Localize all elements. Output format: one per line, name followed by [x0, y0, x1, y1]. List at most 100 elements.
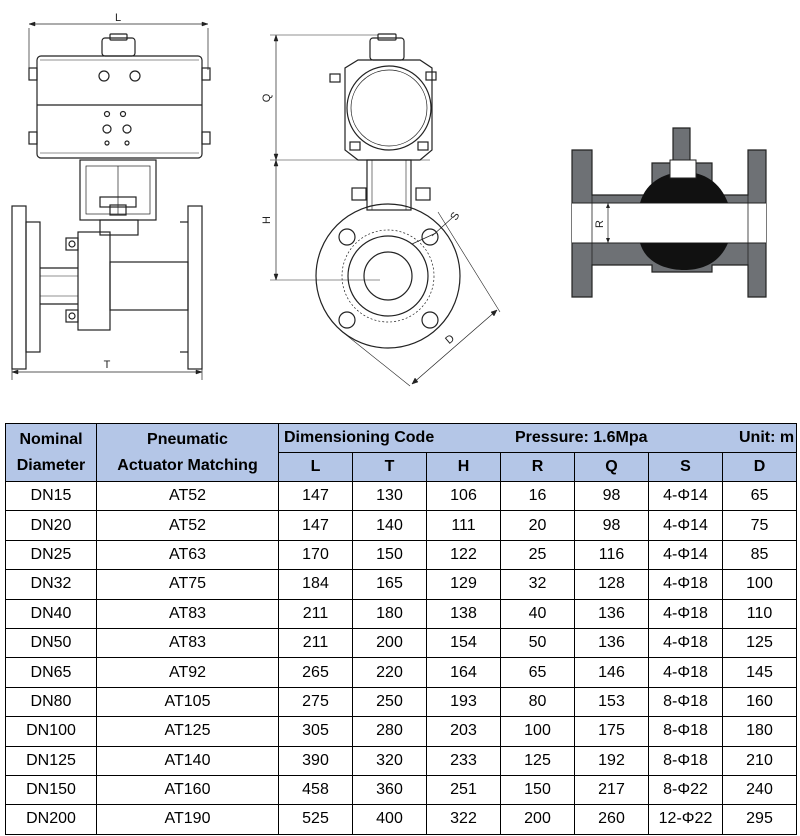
column-header-L: L	[278, 452, 353, 482]
cell-Q: 116	[574, 539, 649, 571]
cell-T: 140	[352, 510, 427, 541]
cell-S: 4-Φ18	[648, 598, 723, 629]
front-view-drawing	[11, 21, 211, 380]
dimension-label-D: D	[443, 333, 457, 347]
cell-L: 305	[278, 716, 353, 747]
cell-H: 154	[426, 627, 501, 659]
cell-H: 203	[426, 716, 501, 747]
column-header-S: S	[648, 452, 723, 482]
cell-nominal-diameter: DN32	[5, 569, 97, 600]
cell-H: 111	[426, 510, 501, 541]
cell-S: 4-Φ18	[648, 657, 723, 688]
cell-H: 129	[426, 569, 501, 600]
cell-R: 20	[500, 510, 575, 541]
cell-Q: 128	[574, 569, 649, 600]
cell-S: 4-Φ14	[648, 480, 723, 512]
side-view-drawing	[270, 33, 501, 387]
cell-actuator: AT140	[96, 745, 279, 776]
cell-Q: 146	[574, 657, 649, 688]
pressure-label: Pressure: 1.6Mpa	[515, 429, 648, 446]
cell-R: 150	[500, 774, 575, 806]
cell-S: 4-Φ18	[648, 627, 723, 659]
cell-T: 150	[352, 539, 427, 571]
header-dimensioning-code-group: Dimensioning Code Pressure: 1.6Mpa Unit:…	[278, 423, 797, 453]
header-nominal-line2: Diameter	[16, 456, 86, 474]
cell-nominal-diameter: DN200	[5, 804, 97, 835]
cell-H: 122	[426, 539, 501, 571]
cell-H: 233	[426, 745, 501, 776]
cell-nominal-diameter: DN15	[5, 480, 97, 512]
cell-T: 360	[352, 774, 427, 806]
cell-actuator: AT63	[96, 539, 279, 571]
cell-D: 65	[722, 480, 797, 512]
cell-D: 160	[722, 686, 797, 718]
cell-Q: 136	[574, 627, 649, 659]
dimension-label-Q: Q	[261, 93, 273, 102]
header-nominal-line1: Nominal	[19, 430, 83, 448]
header-actuator-line2: Actuator Matching	[117, 456, 258, 474]
cell-T: 165	[352, 569, 427, 600]
cell-L: 390	[278, 745, 353, 776]
cell-H: 164	[426, 657, 501, 688]
cell-R: 32	[500, 569, 575, 600]
cell-D: 75	[722, 510, 797, 541]
cell-L: 147	[278, 480, 353, 512]
cell-L: 211	[278, 627, 353, 659]
cell-R: 40	[500, 598, 575, 629]
cell-T: 400	[352, 804, 427, 835]
cell-nominal-diameter: DN25	[5, 539, 97, 571]
cell-nominal-diameter: DN150	[5, 774, 97, 806]
cell-nominal-diameter: DN80	[5, 686, 97, 718]
cell-actuator: AT92	[96, 657, 279, 688]
cell-nominal-diameter: DN50	[5, 627, 97, 659]
cell-L: 211	[278, 598, 353, 629]
cell-T: 320	[352, 745, 427, 776]
header-nominal-diameter: Nominal Diameter	[5, 423, 97, 482]
cell-S: 8-Φ18	[648, 745, 723, 776]
cell-S: 8-Φ18	[648, 686, 723, 718]
cell-nominal-diameter: DN20	[5, 510, 97, 541]
cell-D: 210	[722, 745, 797, 776]
column-header-H: H	[426, 452, 501, 482]
cell-S: 4-Φ14	[648, 510, 723, 541]
column-header-Q: Q	[574, 452, 649, 482]
cell-H: 138	[426, 598, 501, 629]
cell-S: 4-Φ14	[648, 539, 723, 571]
cell-actuator: AT160	[96, 774, 279, 806]
cell-L: 184	[278, 569, 353, 600]
cell-D: 125	[722, 627, 797, 659]
cell-actuator: AT125	[96, 716, 279, 747]
header-actuator-line1: Pneumatic	[147, 430, 228, 448]
cell-S: 4-Φ18	[648, 569, 723, 600]
header-pneumatic-actuator: Pneumatic Actuator Matching	[96, 423, 279, 482]
cell-Q: 175	[574, 716, 649, 747]
cell-L: 147	[278, 510, 353, 541]
column-header-D: D	[722, 452, 797, 482]
cell-T: 220	[352, 657, 427, 688]
cell-H: 251	[426, 774, 501, 806]
cell-actuator: AT83	[96, 627, 279, 659]
dimension-label-L: L	[115, 12, 121, 24]
cell-D: 295	[722, 804, 797, 835]
unit-label: Unit: m	[739, 429, 795, 446]
cell-R: 25	[500, 539, 575, 571]
cell-D: 145	[722, 657, 797, 688]
cell-L: 275	[278, 686, 353, 718]
cell-actuator: AT190	[96, 804, 279, 835]
cell-D: 100	[722, 569, 797, 600]
section-view-drawing	[571, 127, 767, 298]
cell-Q: 260	[574, 804, 649, 835]
column-header-R: R	[500, 452, 575, 482]
cell-D: 180	[722, 716, 797, 747]
cell-R: 16	[500, 480, 575, 512]
cell-H: 193	[426, 686, 501, 718]
